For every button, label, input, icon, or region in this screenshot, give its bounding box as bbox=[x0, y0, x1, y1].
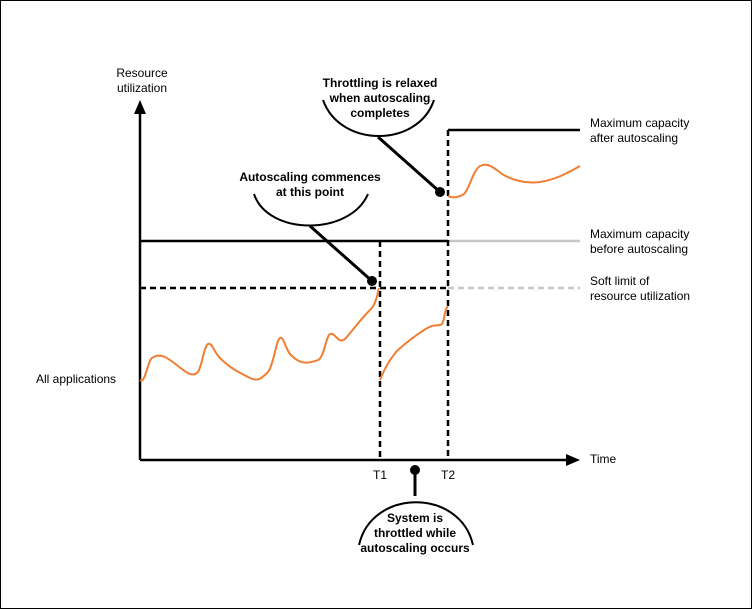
callout-throttled-line1: System is bbox=[386, 511, 444, 525]
callout-relaxed-line2: when autoscaling bbox=[329, 91, 431, 105]
utilization-curve-phase2 bbox=[379, 305, 449, 381]
y-axis-arrowhead bbox=[134, 100, 146, 114]
utilization-curve-phase1 bbox=[139, 287, 380, 382]
callout-commences-line2: at this point bbox=[276, 185, 344, 199]
utilization-curve-phase3 bbox=[447, 163, 581, 199]
callout-commences-dot bbox=[367, 276, 377, 286]
x-axis-label: Time bbox=[590, 452, 617, 466]
max-capacity-before-line1: Maximum capacity bbox=[590, 227, 690, 241]
callout-commences-bracket bbox=[253, 193, 369, 227]
soft-limit-line1: Soft limit of bbox=[590, 274, 650, 288]
tick-label-t1: T1 bbox=[372, 468, 387, 482]
callout-throttled-line3: autoscaling occurs bbox=[360, 541, 470, 555]
x-axis-arrowhead bbox=[566, 454, 580, 466]
callout-relaxed-pointer bbox=[377, 135, 441, 194]
all-applications-label: All applications bbox=[36, 372, 117, 386]
callout-relaxed-dot bbox=[435, 187, 445, 197]
y-axis-label-line2: utilization bbox=[116, 81, 168, 95]
max-capacity-after-line2: after autoscaling bbox=[590, 131, 679, 145]
y-axis-label-line1: Resource bbox=[116, 66, 168, 80]
callout-throttled-bracket bbox=[358, 501, 474, 546]
callout-relaxed-text: Throttling is relaxed when autoscaling c… bbox=[300, 76, 460, 121]
callout-commences-text: Autoscaling commences at this point bbox=[225, 170, 395, 200]
callout-commences-pointer bbox=[309, 224, 373, 283]
max-capacity-before-label: Maximum capacity before autoscaling bbox=[590, 227, 689, 257]
callout-throttled-line2: throttled while bbox=[374, 526, 456, 540]
max-capacity-after-label: Maximum capacity after autoscaling bbox=[590, 116, 689, 146]
soft-limit-line2: resource utilization bbox=[590, 289, 691, 303]
callout-throttled-text: System is throttled while autoscaling oc… bbox=[345, 511, 485, 556]
callout-relaxed-line3: completes bbox=[350, 106, 410, 120]
tick-label-t2: T2 bbox=[440, 468, 455, 482]
y-axis-label: Resource utilization bbox=[104, 66, 180, 96]
max-capacity-before-line2: before autoscaling bbox=[590, 242, 689, 256]
callout-commences-line1: Autoscaling commences bbox=[239, 170, 381, 184]
soft-limit-label: Soft limit of resource utilization bbox=[590, 274, 690, 304]
callout-relaxed-bracket bbox=[322, 99, 435, 137]
callout-relaxed-line1: Throttling is relaxed bbox=[322, 76, 438, 90]
max-capacity-after-line1: Maximum capacity bbox=[590, 116, 690, 130]
